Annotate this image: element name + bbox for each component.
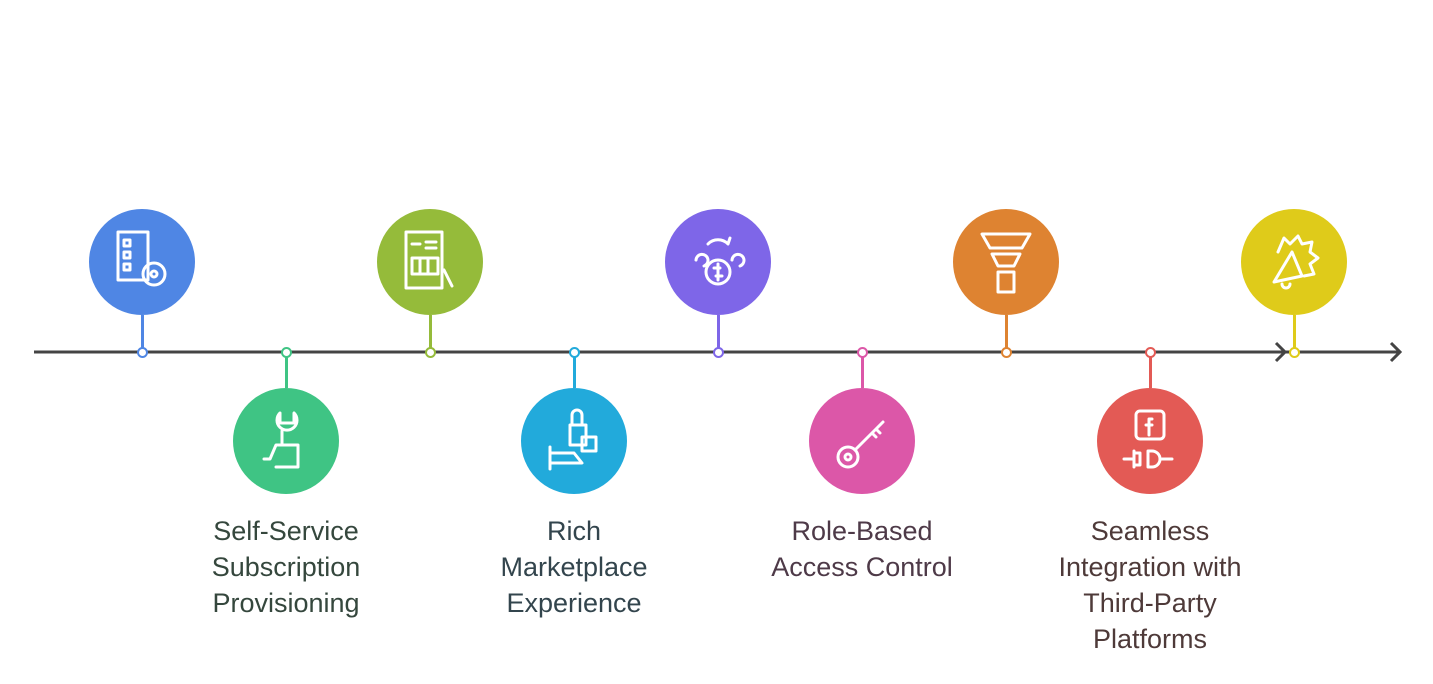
connector-line (1292, 315, 1296, 352)
icon-circle (521, 388, 627, 494)
connector-line (716, 315, 720, 352)
connector-line (572, 352, 576, 388)
icon-circle (89, 209, 195, 315)
label-line: Experience (506, 588, 642, 618)
timeline-marker (856, 346, 868, 358)
connector-line (1004, 315, 1008, 352)
key-icon (836, 420, 885, 469)
icon-circle (1097, 388, 1203, 494)
timeline-marker (712, 346, 724, 358)
icon-circle (953, 209, 1059, 315)
label-line: Integration with (1058, 552, 1242, 582)
icon-circle (1241, 209, 1347, 315)
label-line: Third-Party (1083, 588, 1217, 618)
timeline-marker (280, 346, 292, 358)
timeline-marker (1144, 346, 1156, 358)
arrow-head-icon (1389, 341, 1403, 363)
icon-circle (665, 209, 771, 315)
facebook-plug-icon (1122, 409, 1174, 469)
connector-line (860, 352, 864, 388)
shopping-hand-icon (548, 408, 598, 471)
label-line: Rich (546, 516, 601, 546)
funnel-icon (980, 232, 1032, 294)
invoice-hand-icon (404, 230, 454, 290)
timeline-marker (1000, 346, 1012, 358)
label-line: Seamless (1090, 516, 1210, 546)
money-cycle-icon (694, 236, 746, 286)
label-line: Provisioning (212, 588, 360, 618)
timeline-marker (1288, 346, 1300, 358)
connector-line (1148, 352, 1152, 388)
timeline-marker (136, 346, 148, 358)
megaphone-icon (1272, 234, 1320, 290)
connector-line (284, 352, 288, 388)
label-line: Subscription (211, 552, 361, 582)
wrench-hand-icon (262, 411, 300, 469)
timeline-marker (568, 346, 580, 358)
icon-circle (809, 388, 915, 494)
icon-circle (233, 388, 339, 494)
connector-line (428, 315, 432, 352)
label-line: Self-Service (213, 516, 359, 546)
arrow-head-icon (1274, 341, 1288, 363)
label-line: Role-Based (791, 516, 933, 546)
timeline-marker (424, 346, 436, 358)
label-line: Access Control (771, 552, 953, 582)
connector-line (140, 315, 144, 352)
icon-circle (377, 209, 483, 315)
label-line: Marketplace (500, 552, 648, 582)
document-gear-icon (116, 230, 167, 287)
label-line: Platforms (1092, 624, 1208, 654)
